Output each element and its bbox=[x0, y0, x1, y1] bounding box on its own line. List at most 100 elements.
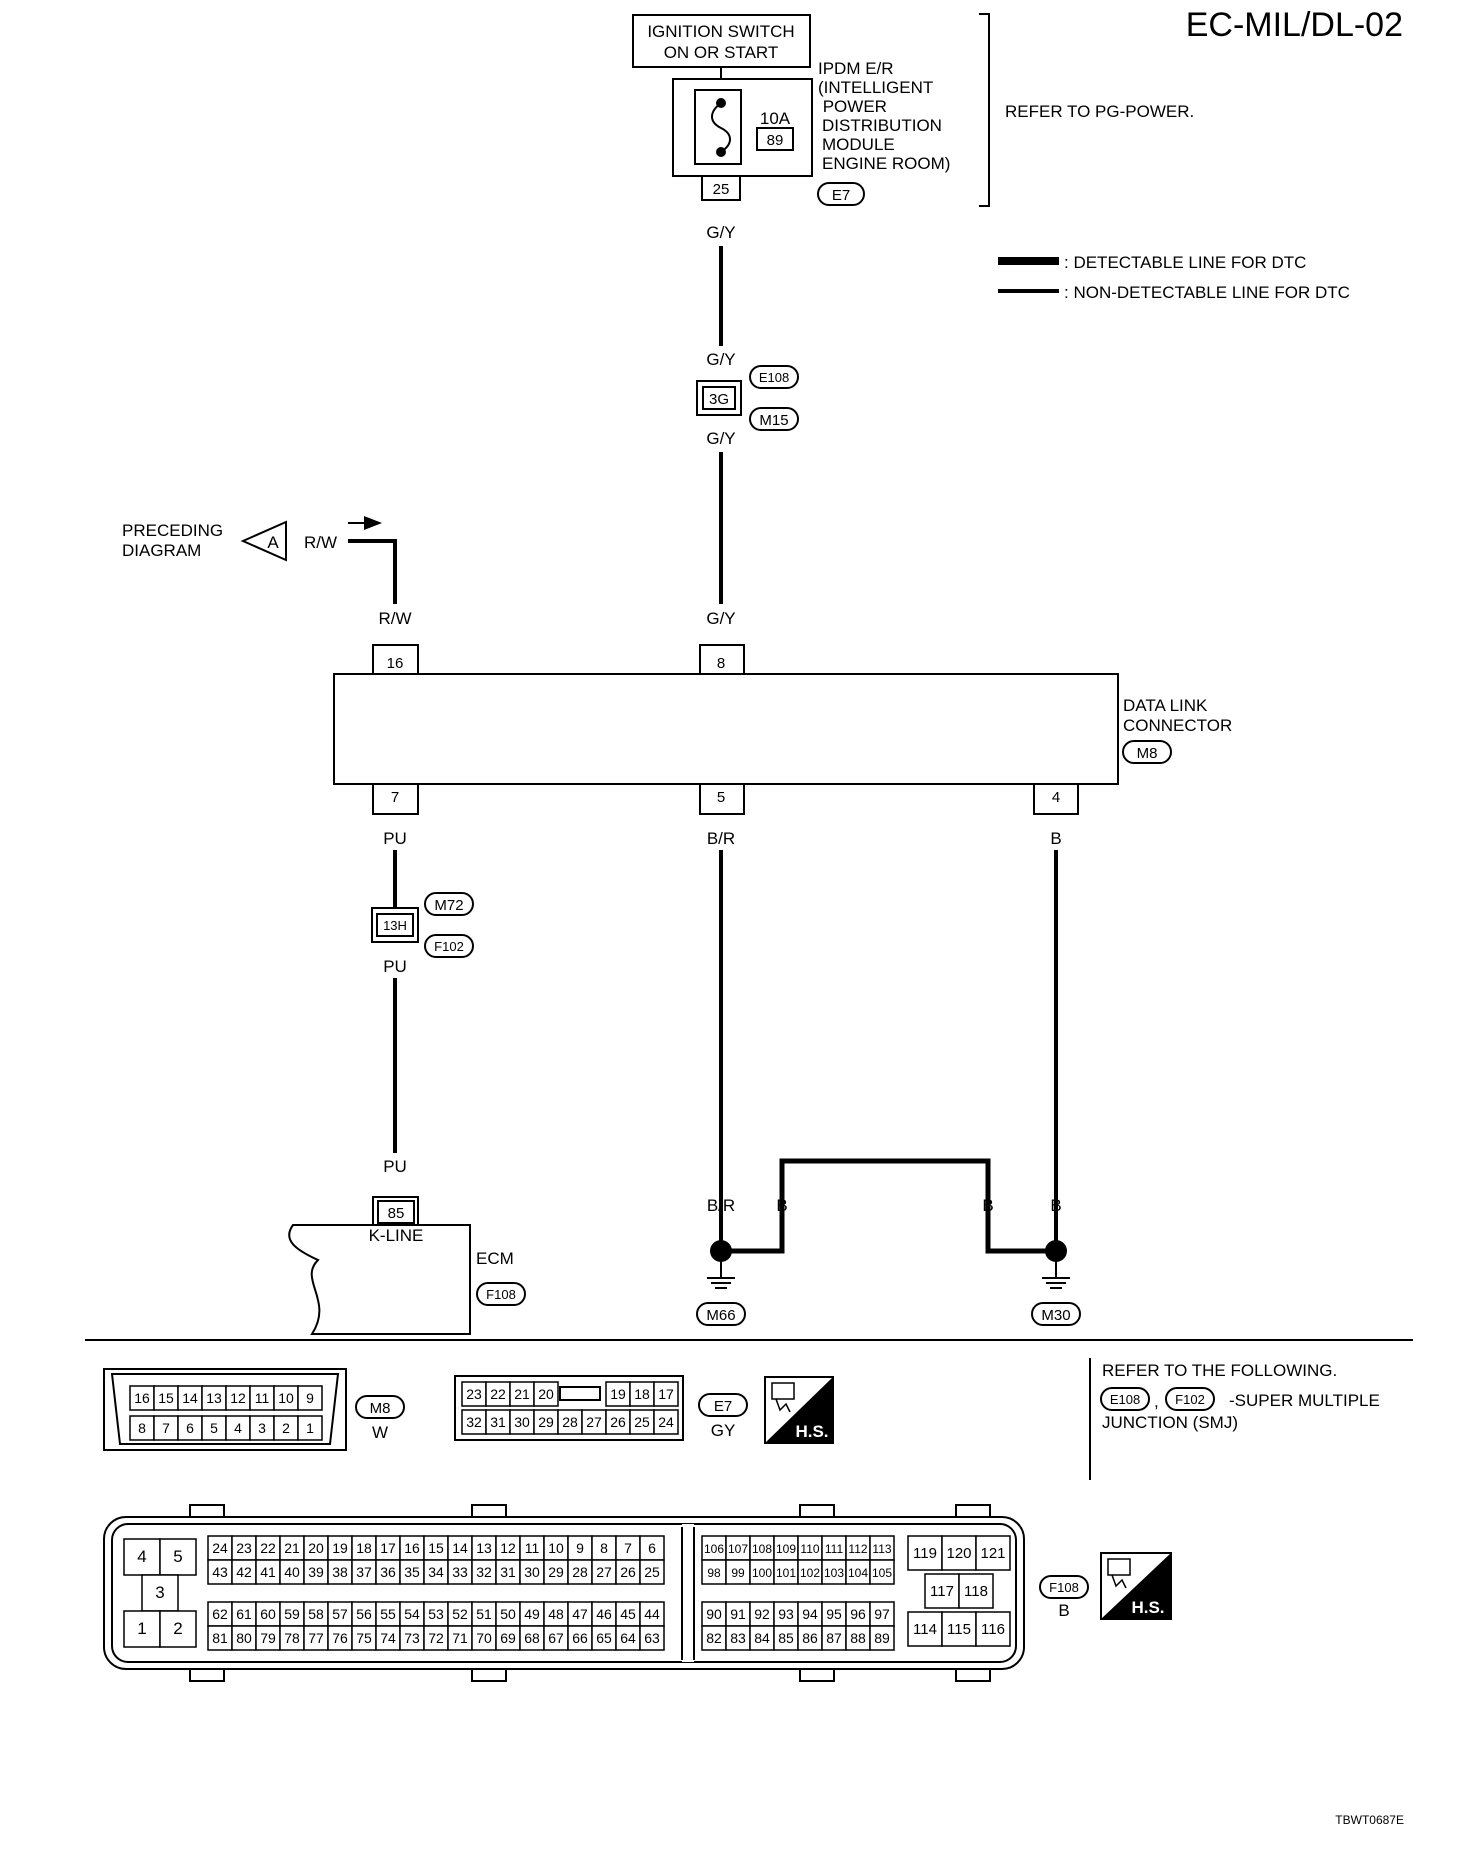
f108-pin-43: 43 bbox=[212, 1564, 228, 1580]
f108-pin-24-cell bbox=[207, 1535, 233, 1561]
f108-pin-73-cell bbox=[399, 1625, 425, 1651]
f108-pin-3: 3 bbox=[155, 1583, 164, 1602]
f108-pin-67-cell bbox=[543, 1625, 569, 1651]
f108-pin-110: 110 bbox=[800, 1542, 819, 1556]
f108-pin-100-cell bbox=[749, 1559, 775, 1585]
e7-pin-19-cell bbox=[605, 1381, 631, 1407]
m8-pin-7-cell bbox=[153, 1415, 179, 1441]
preceding-label-1: PRECEDING bbox=[122, 521, 223, 540]
ignition-switch-box bbox=[632, 14, 811, 68]
f108-pin-4-cell bbox=[123, 1538, 161, 1576]
wire-label-gy-4: G/Y bbox=[706, 609, 735, 628]
f108-pin-104: 104 bbox=[848, 1566, 868, 1580]
f108-pin-51-cell bbox=[471, 1601, 497, 1627]
e7-pin-21-cell bbox=[509, 1381, 535, 1407]
ecm-terminal-box bbox=[377, 1200, 415, 1224]
ignition-switch-label-2: ON OR START bbox=[664, 43, 779, 62]
wire-label-gy-3: G/Y bbox=[706, 429, 735, 448]
f108-pin-3-cell bbox=[141, 1574, 179, 1612]
e7-pin-29: 29 bbox=[538, 1414, 554, 1430]
f108-pin-64: 64 bbox=[620, 1630, 636, 1646]
f108-pin-90: 90 bbox=[706, 1606, 722, 1622]
wire-label-gy-2: G/Y bbox=[706, 350, 735, 369]
f108-pin-47: 47 bbox=[572, 1606, 588, 1622]
f108-pin-67: 67 bbox=[548, 1630, 564, 1646]
m8-pin-3: 3 bbox=[258, 1420, 266, 1436]
f108-pin-25: 25 bbox=[644, 1564, 660, 1580]
m8-pin-8: 8 bbox=[138, 1420, 146, 1436]
f108-pin-113: 113 bbox=[872, 1542, 891, 1556]
ecm-terminal: 85 bbox=[388, 1205, 405, 1222]
e7-pin-27: 27 bbox=[586, 1414, 602, 1430]
connector-badge-m8-view bbox=[355, 1395, 405, 1419]
f108-pin-79: 79 bbox=[260, 1630, 276, 1646]
e7-pin-28: 28 bbox=[562, 1414, 578, 1430]
f108-pin-115-cell bbox=[941, 1611, 977, 1647]
f108-pin-41: 41 bbox=[260, 1564, 276, 1580]
f108-pin-24: 24 bbox=[212, 1540, 228, 1556]
junction-13h-inner bbox=[376, 913, 414, 937]
connector-m8: M8 bbox=[1137, 745, 1158, 762]
m8-pin-7: 7 bbox=[162, 1420, 170, 1436]
f108-pin-89: 89 bbox=[874, 1630, 890, 1646]
f108-pin-25-cell bbox=[639, 1559, 665, 1585]
f108-pin-70-cell bbox=[471, 1625, 497, 1651]
smj-note-conn1: E108 bbox=[1110, 1392, 1140, 1407]
f108-pin-65: 65 bbox=[596, 1630, 612, 1646]
connector-e108: E108 bbox=[759, 370, 789, 385]
f108-pin-63: 63 bbox=[644, 1630, 660, 1646]
e7-key-slot bbox=[559, 1386, 601, 1401]
m8-pin-15-cell bbox=[153, 1385, 179, 1411]
ipdm-line-4: DISTRIBUTION bbox=[822, 116, 942, 135]
m8-pin-13-cell bbox=[201, 1385, 227, 1411]
f108-pin-119: 119 bbox=[913, 1545, 937, 1562]
f108-pin-117: 117 bbox=[930, 1583, 954, 1600]
f108-pin-64-cell bbox=[615, 1625, 641, 1651]
f108-pin-56: 56 bbox=[356, 1606, 372, 1622]
f108-pin-111: 111 bbox=[825, 1542, 844, 1556]
f108-pin-114-cell bbox=[907, 1611, 943, 1647]
f108-pin-106: 106 bbox=[704, 1542, 724, 1556]
f108-pin-73: 73 bbox=[404, 1630, 420, 1646]
m8-pin-15: 15 bbox=[158, 1390, 174, 1406]
refer-pg-power: REFER TO PG-POWER. bbox=[1005, 102, 1194, 121]
m8-view-color: W bbox=[372, 1423, 388, 1442]
f108-pin-80-cell bbox=[231, 1625, 257, 1651]
f108-pin-88: 88 bbox=[850, 1630, 866, 1646]
f108-pin-75: 75 bbox=[356, 1630, 372, 1646]
f108-pin-116: 116 bbox=[981, 1621, 1005, 1638]
e7-pin-20: 20 bbox=[538, 1386, 554, 1402]
f108-pin-98: 98 bbox=[707, 1566, 721, 1580]
e7-pin-27-cell bbox=[581, 1409, 607, 1435]
dlc-pin-8-frame bbox=[699, 644, 745, 674]
e7-pin-23: 23 bbox=[466, 1386, 482, 1402]
ipdm-label: IPDM E/R (INTELLIGENT POWER DISTRIBUTION… bbox=[818, 59, 950, 173]
ground-m66: M66 bbox=[706, 1307, 735, 1324]
f108-pin-100: 100 bbox=[752, 1566, 772, 1580]
f108-pin-68-cell bbox=[519, 1625, 545, 1651]
fuse-number: 89 bbox=[767, 132, 784, 149]
f108-pin-52: 52 bbox=[452, 1606, 468, 1622]
f108-pin-32: 32 bbox=[476, 1564, 492, 1580]
wire-label-gy-1: G/Y bbox=[706, 223, 735, 242]
f108-pin-10: 10 bbox=[548, 1540, 564, 1556]
preceding-flag bbox=[240, 520, 287, 562]
dlc-pin-5: 5 bbox=[717, 789, 725, 806]
ground-symbol-m30-icon bbox=[1042, 1262, 1070, 1289]
e7-pin-20-cell bbox=[533, 1381, 559, 1407]
m8-pin-12: 12 bbox=[230, 1390, 246, 1406]
dlc-pin-8: 8 bbox=[717, 655, 725, 672]
f108-pin-50: 50 bbox=[500, 1606, 516, 1622]
f108-pin-57-cell bbox=[327, 1601, 353, 1627]
e7-pin-25: 25 bbox=[634, 1414, 650, 1430]
f108-pin-118: 118 bbox=[964, 1583, 988, 1600]
f108-pin-81: 81 bbox=[212, 1630, 228, 1646]
f108-pin-34: 34 bbox=[428, 1564, 444, 1580]
f108-pin-29-cell bbox=[543, 1559, 569, 1585]
f108-pin-112: 112 bbox=[848, 1542, 867, 1556]
smj-note-comma: , bbox=[1154, 1392, 1159, 1411]
m8-pin-2: 2 bbox=[282, 1420, 290, 1436]
f108-pin-92: 92 bbox=[754, 1606, 770, 1622]
wire-label-b-2: B bbox=[1050, 1196, 1061, 1215]
f108-pin-109: 109 bbox=[776, 1542, 796, 1556]
